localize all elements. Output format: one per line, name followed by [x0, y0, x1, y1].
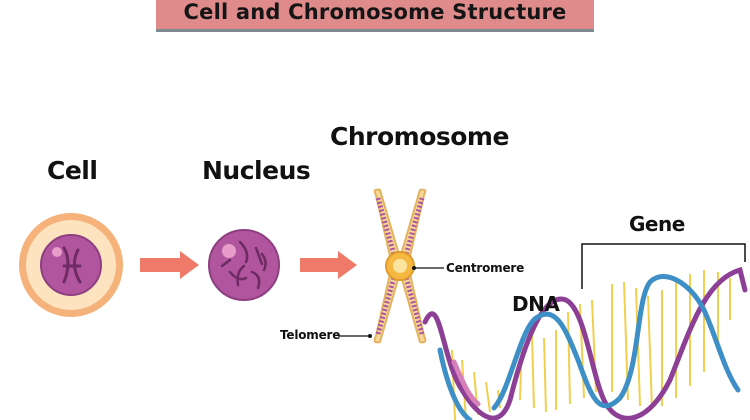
- cell-nucleolus: [52, 247, 62, 257]
- chromosome-label: Chromosome: [330, 122, 509, 151]
- arrow-nucleus-to-chromosome: [300, 251, 357, 279]
- dna-label: DNA: [512, 292, 560, 316]
- nucleus-label: Nucleus: [202, 156, 311, 185]
- gene-bracket: [581, 243, 746, 289]
- dna-strand-purple: [422, 266, 748, 420]
- title-banner: Cell and Chromosome Structure: [156, 0, 594, 32]
- page-title: Cell and Chromosome Structure: [183, 0, 567, 24]
- chromosome-bands: [375, 197, 425, 335]
- cell-label: Cell: [47, 156, 98, 185]
- nucleus-illustration: [208, 229, 280, 301]
- centromere-label: Centromere: [446, 261, 525, 275]
- dna-strand-blue: [437, 274, 741, 420]
- chromosome-illustration: [338, 188, 444, 344]
- nucleolus: [222, 244, 236, 258]
- dna-helix: [422, 266, 748, 420]
- cell-chromatin: [62, 246, 82, 284]
- dna-base-pairs: [451, 270, 731, 420]
- arrow-cell-to-nucleus: [140, 251, 199, 279]
- cell-illustration: [19, 213, 123, 317]
- telomere-label: Telomere: [280, 328, 341, 342]
- chromatin-threads: [220, 240, 267, 290]
- gene-label: Gene: [629, 212, 685, 236]
